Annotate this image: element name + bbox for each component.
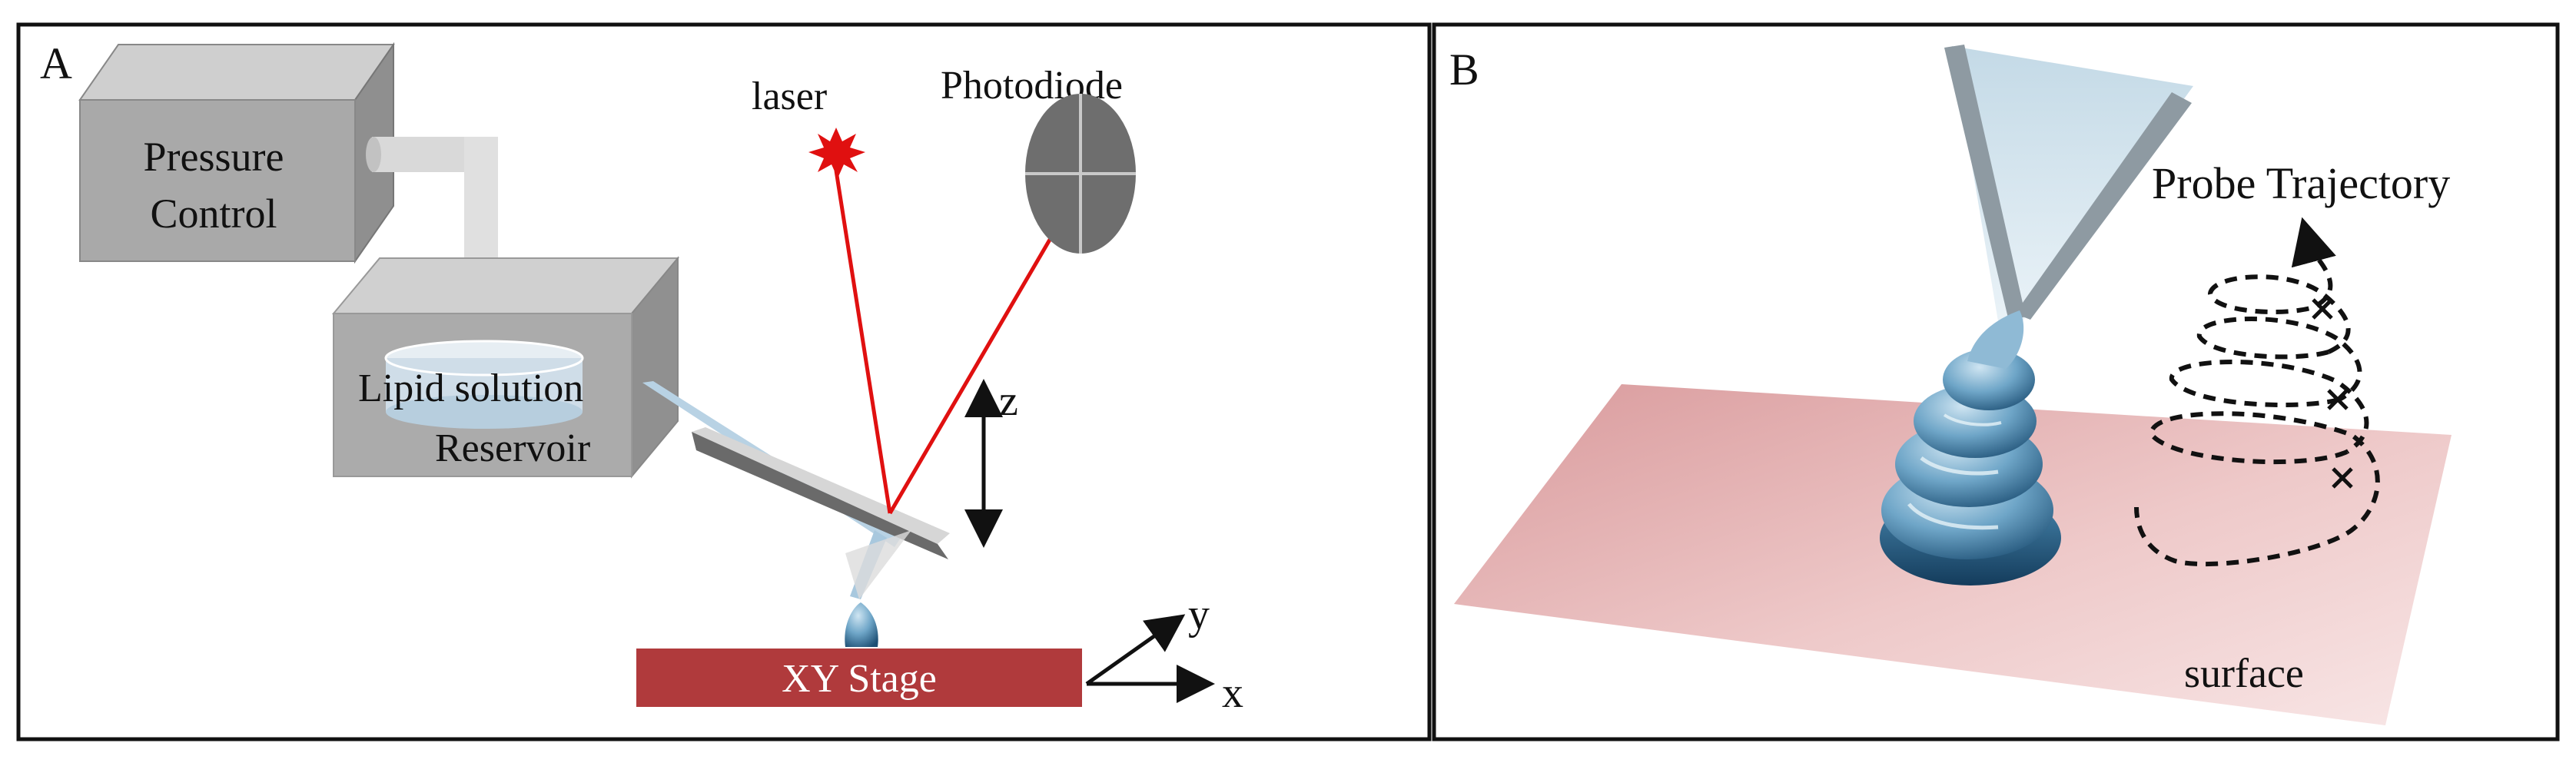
- surface-label: surface: [2184, 650, 2304, 696]
- reservoir-label: Reservoir: [435, 426, 590, 470]
- probe-wall-right: [2015, 92, 2192, 320]
- probe-trajectory-path: [2134, 242, 2380, 567]
- panel-b-letter: B: [1449, 45, 1479, 95]
- laser-label: laser: [752, 75, 827, 118]
- lipid-solution-label: Lipid solution: [358, 367, 583, 410]
- xy-stage-label: XY Stage: [782, 657, 937, 701]
- xy-stage: [636, 649, 1082, 707]
- y-axis-arrow: [1085, 614, 1186, 686]
- z-axis-label: z: [999, 377, 1018, 425]
- y-axis-label: y: [1188, 591, 1210, 639]
- pressure-control-label-2: Control: [150, 191, 277, 237]
- photodiode-icon: [1025, 94, 1136, 254]
- incident-beam: [834, 170, 892, 514]
- probe-cone: [1952, 46, 2193, 321]
- probe-trajectory-arrow: [2291, 217, 2336, 268]
- laser-star-icon: [808, 128, 865, 178]
- tip-droplet: [845, 602, 878, 647]
- printed-lipid-structure: [1880, 310, 2061, 586]
- panel-a-letter: A: [40, 38, 72, 88]
- x-axis-label: x: [1222, 669, 1243, 717]
- trajectory-cross-marks: [2312, 298, 2353, 489]
- reservoir-box: [331, 256, 680, 479]
- pressure-control-label-1: Pressure: [144, 134, 284, 180]
- probe-wall-left: [1944, 45, 2026, 321]
- probe-trajectory-label: Probe Trajectory: [2152, 158, 2450, 208]
- cantilever: [692, 427, 950, 599]
- pressure-control-box: [78, 41, 395, 264]
